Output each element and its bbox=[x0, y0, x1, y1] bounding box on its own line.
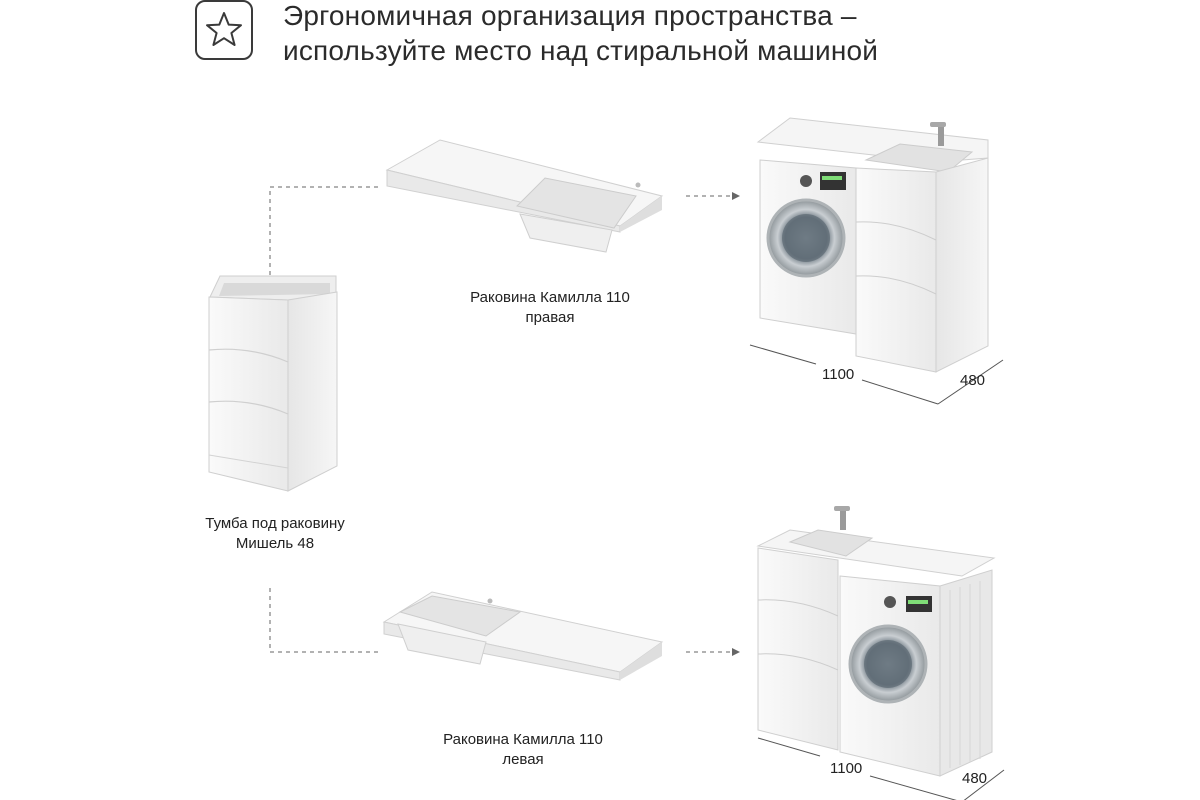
dimension-width-bottom: 1100 bbox=[830, 760, 863, 777]
assembled-set-top bbox=[756, 117, 989, 373]
dimension-lines bbox=[749, 344, 1005, 800]
page-title: Эргономичная организация пространства – … bbox=[283, 0, 1043, 68]
star-icon bbox=[206, 12, 242, 46]
sink-right-illustration bbox=[385, 139, 664, 253]
caption-sink-left: Раковина Камилла 110 левая bbox=[428, 730, 618, 770]
title-line-2: используйте место над стиральной машиной bbox=[283, 35, 879, 66]
connector-lines bbox=[269, 186, 734, 653]
caption-cabinet: Тумба под раковину Мишель 48 bbox=[185, 514, 365, 554]
caption-sink-right-line-2: правая bbox=[525, 309, 575, 326]
arrow-head-top bbox=[732, 192, 740, 200]
dimension-depth-top: 480 bbox=[960, 372, 986, 389]
dimension-width-top: 1100 bbox=[822, 366, 855, 383]
caption-sink-right: Раковина Камилла 110 правая bbox=[455, 288, 645, 328]
caption-cabinet-line-1: Тумба под раковину bbox=[205, 515, 345, 532]
connector-top bbox=[269, 186, 380, 283]
caption-sink-right-line-1: Раковина Камилла 110 bbox=[470, 289, 630, 306]
caption-sink-left-line-2: левая bbox=[502, 751, 544, 768]
caption-cabinet-line-2: Мишель 48 bbox=[235, 535, 315, 552]
assembled-set-bottom bbox=[756, 506, 996, 777]
connector-bottom bbox=[269, 588, 380, 653]
dimension-depth-bottom: 480 bbox=[962, 770, 988, 787]
title-line-1: Эргономичная организация пространства – bbox=[283, 0, 857, 31]
arrow-head-bottom bbox=[732, 648, 740, 656]
star-badge bbox=[195, 0, 253, 60]
sink-left-illustration bbox=[382, 591, 664, 681]
cabinet-illustration bbox=[208, 275, 338, 492]
caption-sink-left-line-1: Раковина Камилла 110 bbox=[443, 731, 603, 748]
